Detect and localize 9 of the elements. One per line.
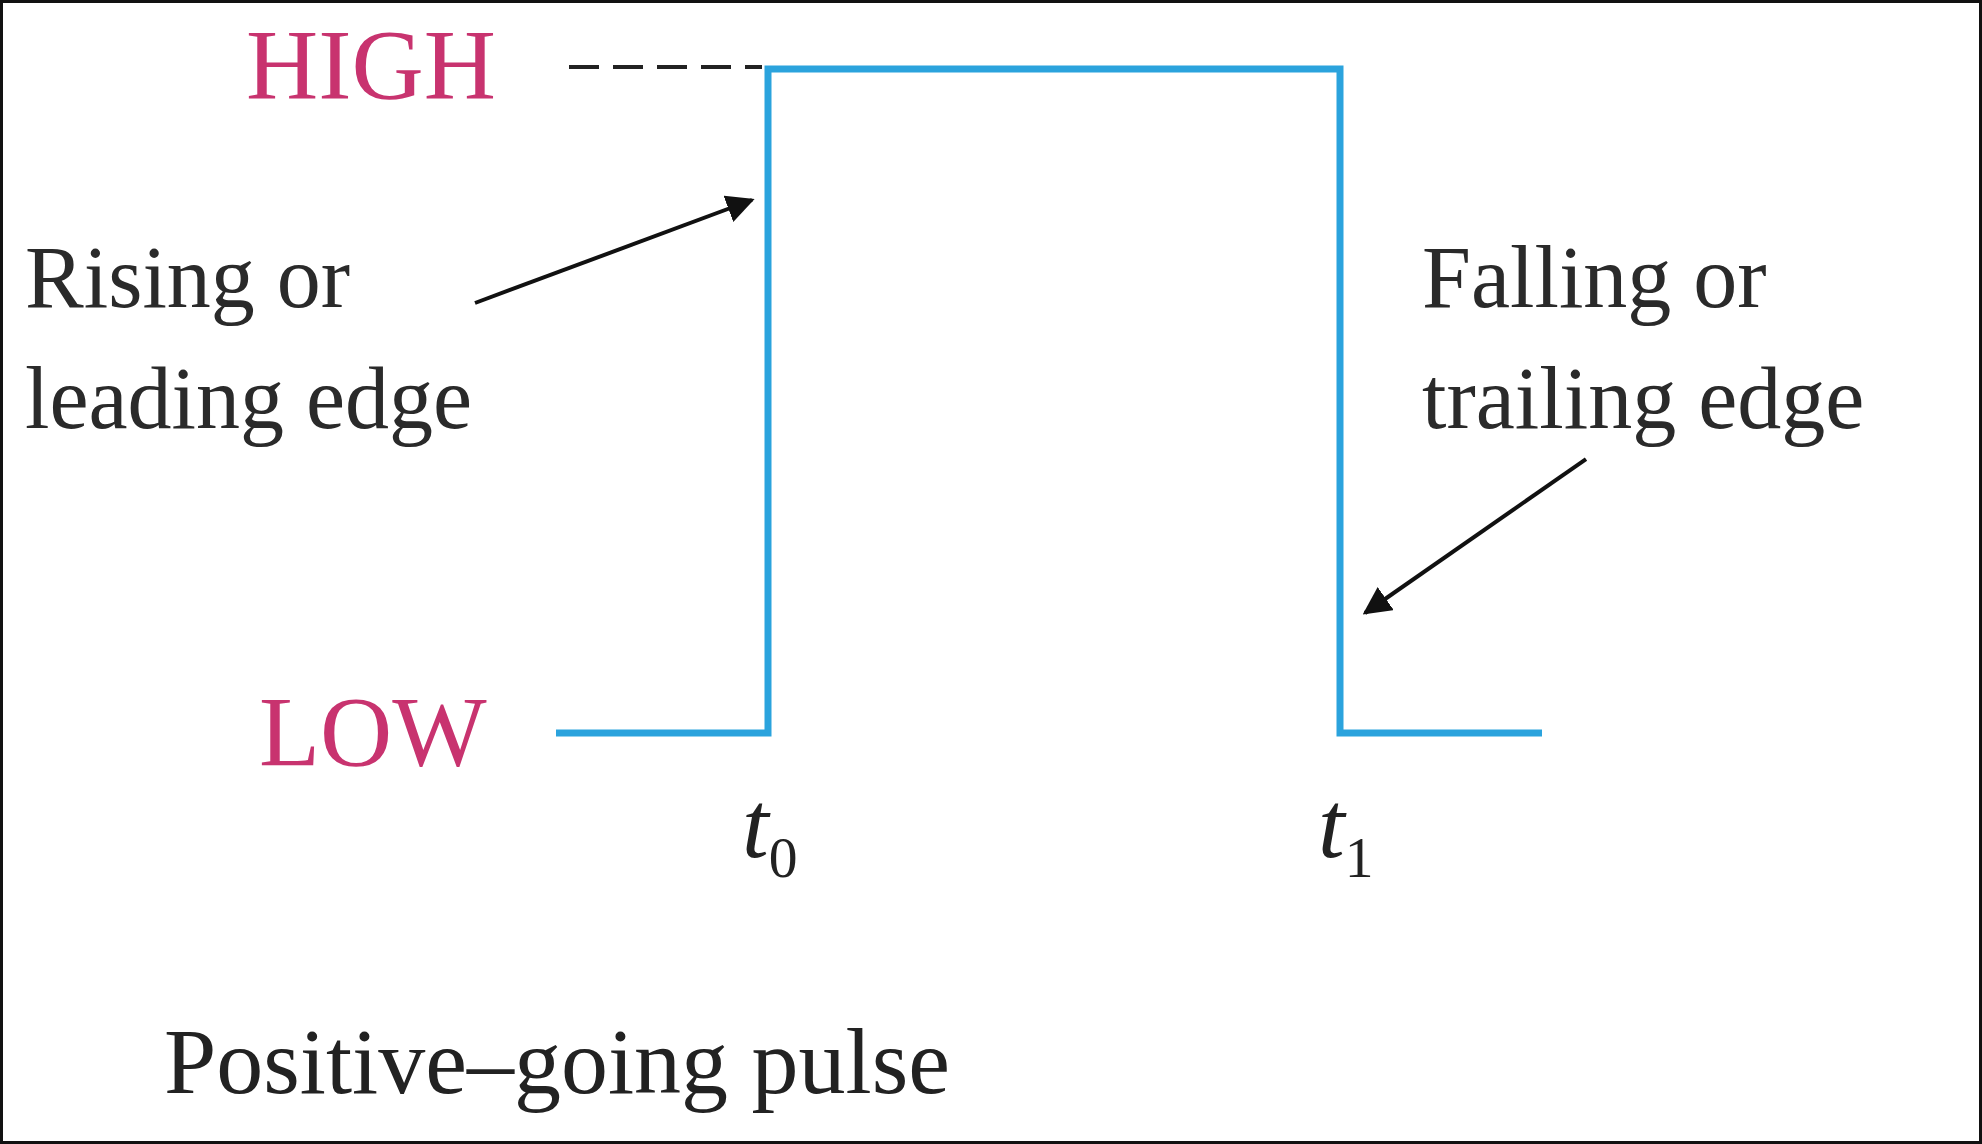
time-label: t$_{1}$ bbox=[1318, 772, 1374, 890]
leader-arrow bbox=[474, 195, 755, 305]
time-label: t$_{0}$ bbox=[742, 772, 798, 890]
level-label: HIGH bbox=[246, 10, 496, 120]
caption: Positive–going pulse bbox=[164, 1010, 950, 1114]
callout-text: Rising or leading edge bbox=[25, 228, 474, 449]
callout-text: Falling or trailing edge bbox=[1422, 228, 1866, 449]
level-label: LOW bbox=[259, 677, 487, 787]
leader-arrow bbox=[1362, 457, 1588, 615]
